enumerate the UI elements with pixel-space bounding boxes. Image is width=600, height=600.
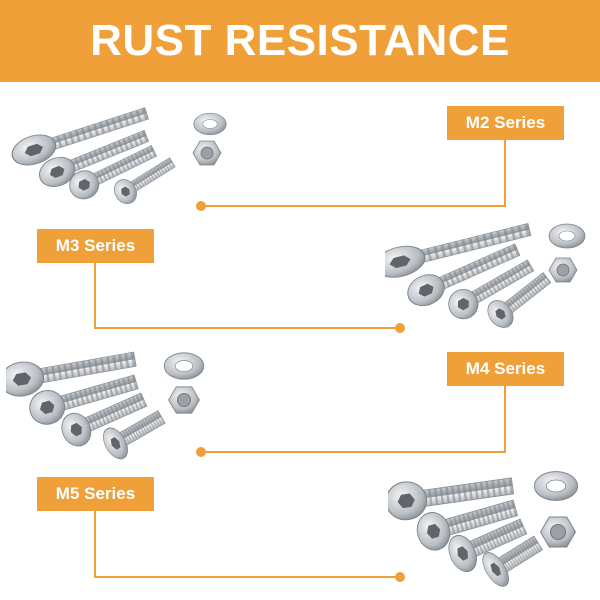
connector-dot-m4 bbox=[196, 447, 206, 457]
connector-m2 bbox=[201, 140, 506, 207]
m3-hardware-photo bbox=[385, 218, 586, 333]
m2-series-label: M2 Series bbox=[447, 106, 564, 140]
hex-nut-icon bbox=[548, 257, 578, 283]
flat-washer-icon bbox=[193, 112, 227, 136]
hex-nut-icon bbox=[168, 386, 200, 414]
title-banner: RUST RESISTANCE bbox=[0, 0, 600, 82]
connector-m4 bbox=[201, 386, 506, 453]
connector-dot-m2 bbox=[196, 201, 206, 211]
connector-m5 bbox=[94, 511, 400, 578]
connector-dot-m3 bbox=[395, 323, 405, 333]
hex-nut-icon bbox=[540, 516, 576, 548]
flat-washer-icon bbox=[163, 352, 205, 380]
connector-m3 bbox=[94, 263, 400, 329]
connector-dot-m5 bbox=[395, 572, 405, 582]
m2-hardware-photo bbox=[10, 99, 227, 209]
m3-series-label: M3 Series bbox=[37, 229, 154, 263]
m4-hardware-photo bbox=[6, 341, 205, 463]
hex-nut-icon bbox=[192, 140, 222, 166]
flat-washer-icon bbox=[533, 471, 579, 501]
banner-title: RUST RESISTANCE bbox=[90, 16, 510, 65]
m4-series-label: M4 Series bbox=[447, 352, 564, 386]
m5-series-label: M5 Series bbox=[37, 477, 154, 511]
m5-hardware-photo bbox=[388, 466, 579, 590]
flat-washer-icon bbox=[548, 223, 586, 249]
